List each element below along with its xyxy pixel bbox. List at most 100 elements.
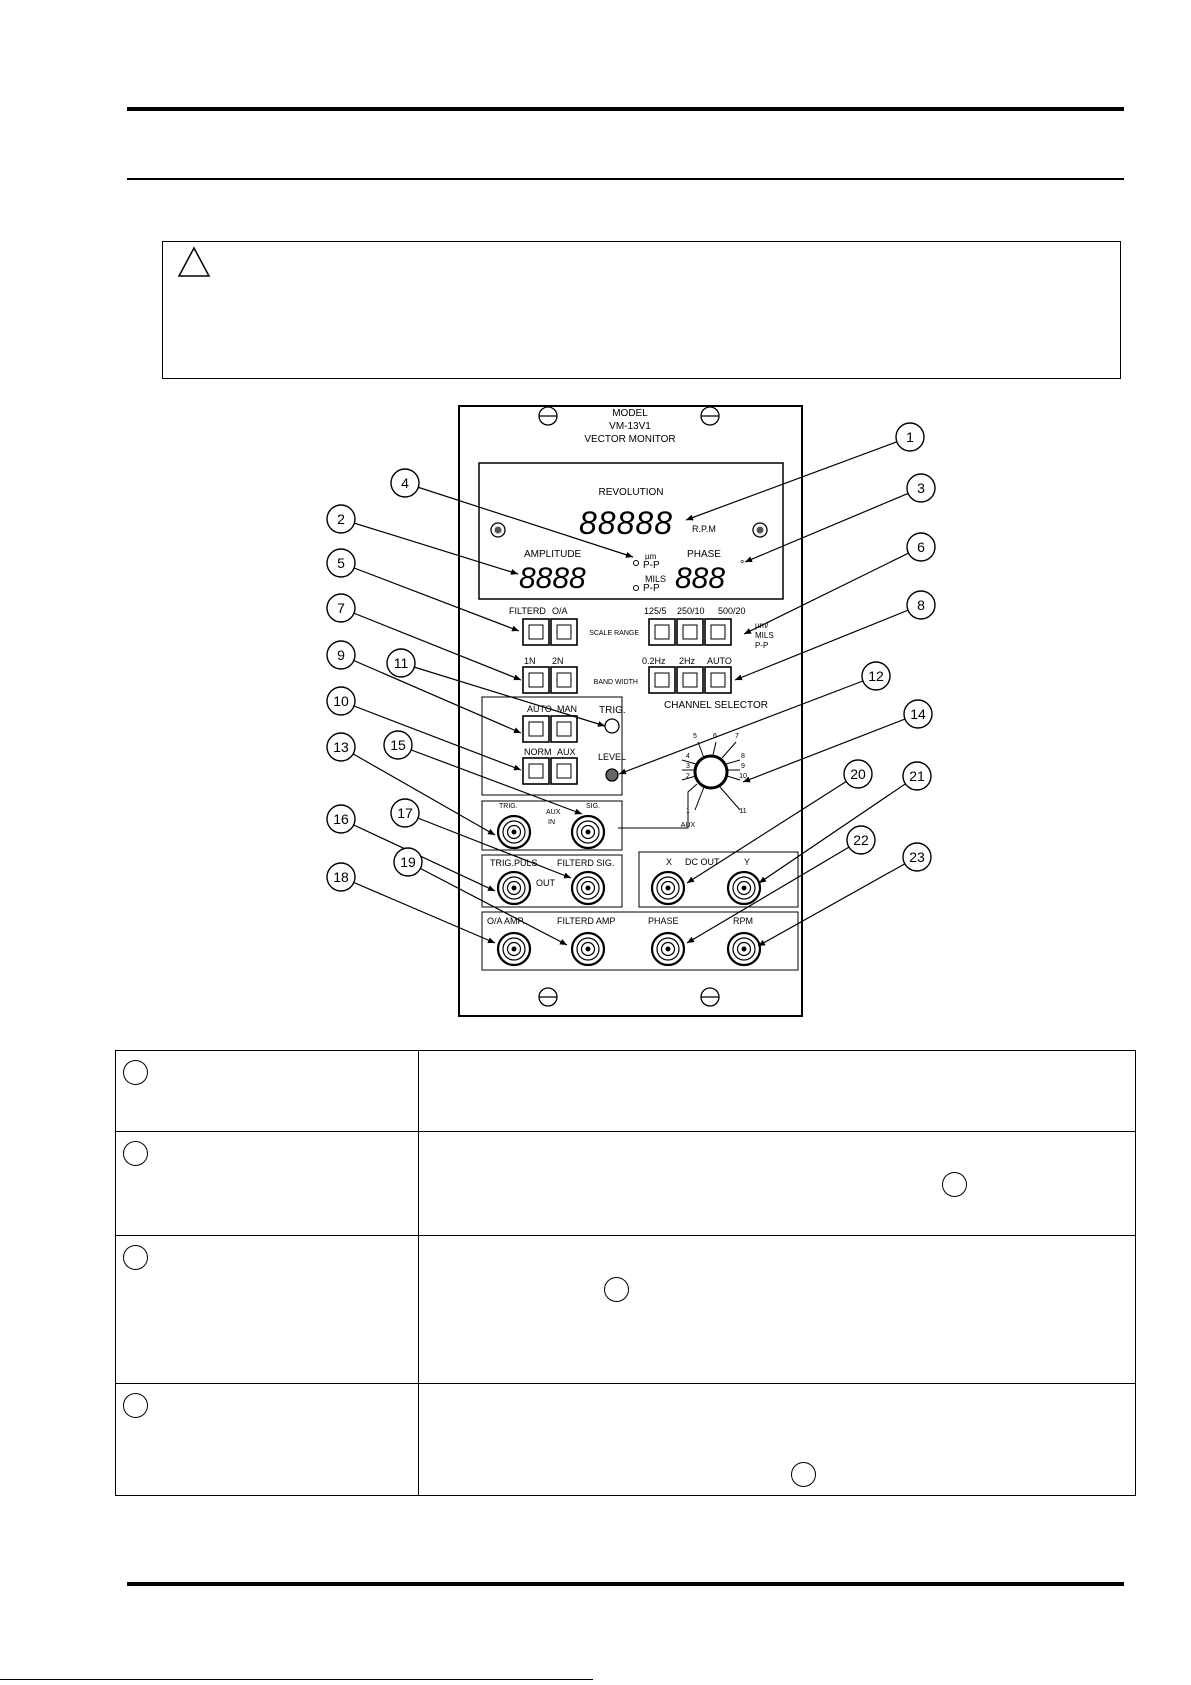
callout-bubble: [906, 532, 936, 562]
callout-arrowhead: [574, 808, 582, 815]
callout-arrowhead: [619, 768, 627, 775]
callout-leader: [758, 775, 918, 884]
bnc-ring: [576, 937, 600, 961]
push-button-inner: [682, 624, 698, 640]
x-label: X: [666, 857, 672, 867]
push-button-inner: [528, 763, 544, 779]
push-button-inner: [528, 672, 544, 688]
callout-number: 5: [337, 555, 345, 571]
callout-number: 1: [906, 429, 914, 445]
callout-bubble: [393, 847, 423, 877]
rpm-out-label: RPM: [733, 916, 753, 926]
callout-leader: [685, 436, 911, 521]
auto-label: AUTO: [527, 704, 552, 714]
callout-leader: [340, 607, 522, 681]
sig-label: SIG.: [586, 803, 600, 810]
table-row: [115, 1383, 1136, 1496]
callout-bubble: [326, 593, 356, 623]
scale-opt1: 125/5: [644, 606, 667, 616]
channel-number: 8: [741, 753, 745, 760]
callout-number: 19: [400, 854, 416, 870]
oa-amp-label: O/A AMP.: [487, 916, 525, 926]
callout-bubble: [383, 730, 413, 760]
unit-um: µm: [645, 552, 657, 561]
channel-tick: [712, 741, 717, 756]
push-button: [522, 666, 550, 694]
callout-bubble: [326, 804, 356, 834]
footer-rule: [127, 1582, 1124, 1586]
oa-label: O/A: [552, 606, 568, 616]
bnc-ring: [736, 880, 752, 896]
output-group: [481, 911, 799, 971]
callout-arrowhead: [686, 514, 694, 521]
callout-bubble: [906, 590, 936, 620]
callout-arrowhead: [513, 674, 521, 681]
bnc-ring: [580, 941, 596, 957]
callout-number: 14: [910, 706, 926, 722]
bnc-ring: [506, 880, 522, 896]
channel-tick: [694, 786, 705, 811]
bnc-ring: [736, 941, 752, 957]
push-button-inner: [682, 672, 698, 688]
callout-circle: [942, 1172, 967, 1197]
callout-leader: [686, 773, 859, 884]
callout-bubble: [390, 798, 420, 828]
channel-selector-label: CHANNEL SELECTOR: [664, 700, 768, 711]
channel-number: 3: [686, 763, 690, 770]
push-button: [676, 618, 704, 646]
push-button: [522, 757, 550, 785]
channel-tick: [725, 759, 741, 765]
callout-arrowhead: [687, 876, 695, 883]
input-2n-label: 2N: [552, 656, 564, 666]
callout-circle: [791, 1462, 816, 1487]
bw-opt3: AUTO: [707, 656, 732, 666]
callout-bubble: [861, 661, 891, 691]
warning-box: [162, 241, 1121, 379]
bnc-pin: [585, 885, 591, 891]
callout-leader: [404, 482, 634, 558]
table-row: [115, 1131, 1136, 1236]
revolution-label: REVOLUTION: [598, 487, 663, 498]
bw-opt2: 2Hz: [679, 656, 696, 666]
callout-leader: [397, 744, 583, 815]
callout-number: 7: [337, 600, 345, 616]
push-button-inner: [528, 721, 544, 737]
bnc-ring: [506, 824, 522, 840]
callout-circle: [123, 1245, 148, 1270]
callout-number: 23: [909, 849, 925, 865]
dc-out-label: DC OUT: [685, 857, 720, 867]
callout-number: 6: [917, 539, 925, 555]
phase-out-label: PHASE: [648, 916, 679, 926]
callout-number: 22: [853, 832, 869, 848]
table-cell: [115, 1383, 419, 1496]
callout-leader: [340, 746, 496, 836]
channel-selector-knob-icon: [693, 754, 729, 790]
callout-leader: [757, 856, 918, 947]
model-line2: VM-13V1: [609, 421, 651, 432]
channel-number: 5: [693, 733, 697, 740]
callout-arrowhead: [511, 625, 519, 632]
trig-puls-label: TRIG.PULS: [490, 858, 538, 868]
callout-bubble: [906, 473, 936, 503]
callout-leader: [340, 700, 522, 771]
channel-number: 2: [686, 773, 690, 780]
man-label: MAN: [557, 704, 577, 714]
model-line3: VECTOR MONITOR: [584, 434, 675, 445]
channel-number: 4: [686, 753, 690, 760]
callout-bubble: [326, 862, 356, 892]
input-1n-label: 1N: [524, 656, 536, 666]
callout-arrowhead: [559, 939, 567, 945]
phase-display: 888: [675, 562, 725, 595]
callout-leader: [618, 675, 877, 775]
callout-leader: [400, 662, 606, 727]
table-row: [115, 1050, 1136, 1132]
bnc-pin: [741, 885, 747, 891]
bnc-ring: [502, 876, 526, 900]
channel-number: 11: [739, 808, 746, 815]
push-button: [522, 715, 550, 743]
callout-number: 21: [909, 768, 925, 784]
push-button-inner: [654, 672, 670, 688]
out-label: OUT: [536, 878, 556, 888]
push-button: [704, 618, 732, 646]
